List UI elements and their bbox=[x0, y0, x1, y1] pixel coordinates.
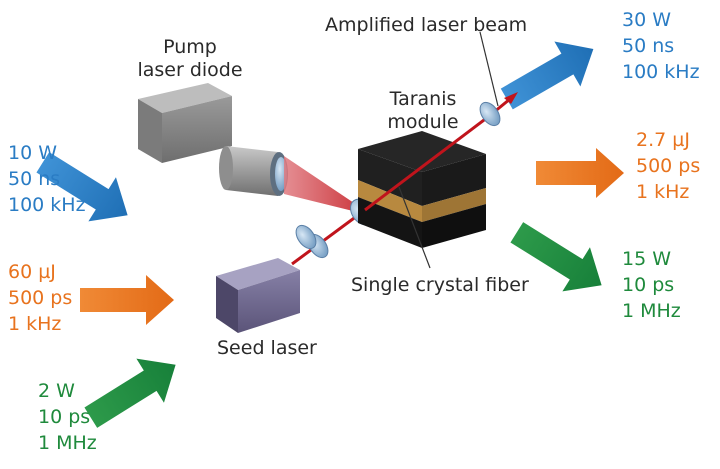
amplified-laser-beam-label: Amplified laser beam bbox=[325, 14, 528, 36]
pump-beam-cone bbox=[284, 156, 357, 212]
single-crystal-fiber-label: Single crystal fiber bbox=[351, 274, 529, 296]
spec-line: 1 MHz bbox=[38, 432, 97, 454]
seed-lens-2 bbox=[295, 224, 317, 250]
output-lens bbox=[479, 101, 501, 127]
output-arrow-blue bbox=[500, 41, 594, 110]
spec-line: 50 ns bbox=[622, 35, 675, 57]
spec-line: 10 ps bbox=[38, 406, 91, 428]
taranis-module-label: Taranis module bbox=[373, 88, 473, 134]
spec-line: 10 ps bbox=[622, 274, 675, 296]
spec-line: 500 ps bbox=[8, 287, 73, 309]
pump-label-line2: laser diode bbox=[137, 59, 243, 81]
taranis-label-line1: Taranis bbox=[389, 88, 457, 110]
input-arrow-blue bbox=[36, 152, 128, 222]
taranis-module bbox=[358, 131, 486, 248]
spec-line: 10 W bbox=[8, 142, 58, 164]
beam-arrowhead bbox=[504, 92, 518, 104]
seed-laser bbox=[216, 258, 300, 333]
pump-laser-diode bbox=[138, 83, 232, 163]
output-spec-orange: 2.7 µJ 500 ps 1 kHz bbox=[636, 127, 700, 205]
spec-line: 15 W bbox=[622, 248, 672, 270]
input-spec-blue: 10 W 50 ns 100 kHz bbox=[8, 140, 86, 218]
pump-label-line1: Pump bbox=[163, 36, 217, 58]
seed-laser-label: Seed laser bbox=[217, 337, 317, 359]
input-spec-orange: 60 µJ 500 ps 1 kHz bbox=[8, 259, 72, 337]
spec-line: 30 W bbox=[622, 9, 672, 31]
input-arrow-green bbox=[84, 358, 176, 428]
spec-line: 60 µJ bbox=[8, 261, 56, 283]
spec-line: 2 W bbox=[38, 380, 75, 402]
leader-single-crystal-fiber bbox=[398, 186, 431, 269]
input-spec-green: 2 W 10 ps 1 MHz bbox=[38, 378, 97, 456]
spec-line: 1 kHz bbox=[8, 313, 62, 335]
spec-line: 100 kHz bbox=[622, 61, 700, 83]
output-arrow-orange bbox=[536, 148, 624, 198]
crystal-beam bbox=[364, 115, 489, 212]
spec-line: 50 ns bbox=[8, 168, 61, 190]
output-spec-blue: 30 W 50 ns 100 kHz bbox=[622, 7, 700, 85]
pump-laser-diode-label: Pump laser diode bbox=[128, 36, 252, 82]
seed-beam bbox=[291, 208, 366, 266]
taranis-label-line2: module bbox=[387, 111, 459, 133]
input-arrow-orange bbox=[80, 275, 174, 325]
spec-line: 100 kHz bbox=[8, 194, 86, 216]
spec-line: 500 ps bbox=[636, 155, 701, 177]
output-spec-green: 15 W 10 ps 1 MHz bbox=[622, 246, 681, 324]
pump-coupling-optics bbox=[219, 146, 288, 196]
leader-amplified-beam bbox=[479, 31, 499, 107]
spec-line: 1 MHz bbox=[622, 300, 681, 322]
output-arrow-green bbox=[510, 222, 602, 292]
spec-line: 2.7 µJ bbox=[636, 129, 690, 151]
spec-line: 1 kHz bbox=[636, 181, 690, 203]
